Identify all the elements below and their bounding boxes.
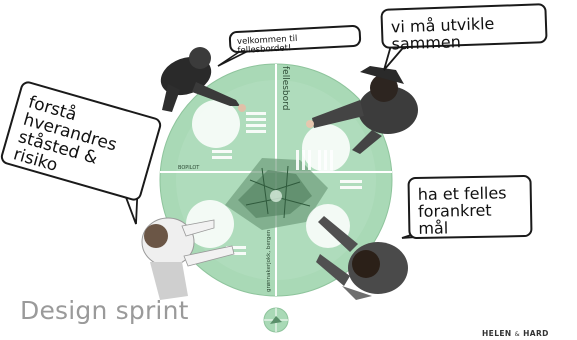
logo-right: HARD <box>523 329 549 338</box>
logo-left: HELEN <box>482 329 512 338</box>
paper-strips <box>212 112 362 255</box>
paper-circle-right <box>302 124 350 172</box>
paper-circle-top-left <box>192 100 240 148</box>
site-map <box>225 158 328 230</box>
bubble-tail-develop <box>383 41 409 71</box>
logo-amp: & <box>514 330 521 338</box>
person-bottom-left <box>141 217 235 300</box>
table-label-top: fellesbord <box>280 66 290 110</box>
helen-hard-logo: HELEN & HARD <box>482 329 549 338</box>
small-table-icon <box>263 307 289 333</box>
speech-bubble-anchored-line2: forankret mål <box>417 200 492 238</box>
speech-bubble-develop-text: vi må utvikle sammen <box>390 13 495 54</box>
speech-bubble-anchored: ha et felles forankret mål <box>407 174 533 240</box>
person-top-left <box>160 47 246 112</box>
person-top-right <box>306 66 418 154</box>
slide-caption: Design sprint <box>20 296 189 325</box>
speech-bubble-develop: vi må utvikle sammen <box>380 3 548 53</box>
table-label-left: BOPILOT <box>178 165 200 171</box>
person-bottom-right <box>316 216 408 300</box>
table-label-bottom: grønnakerjokk, bergen <box>266 229 272 292</box>
